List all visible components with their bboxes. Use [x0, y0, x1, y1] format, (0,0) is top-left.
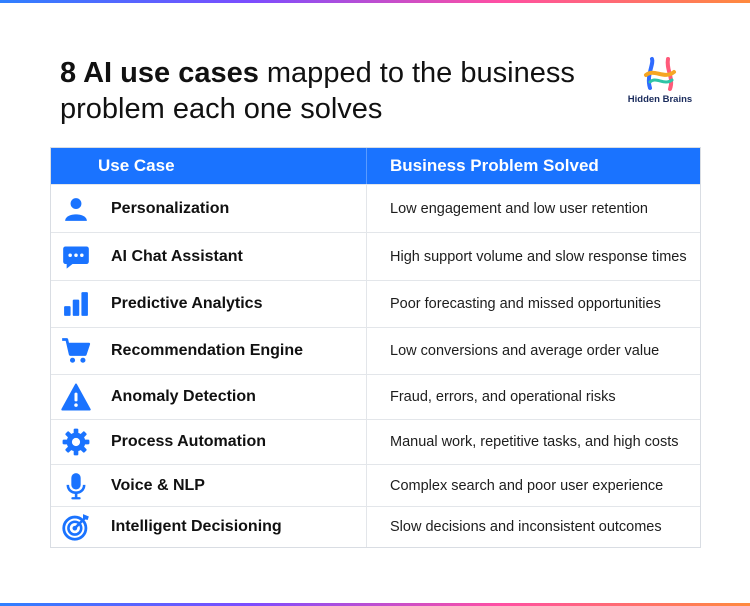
use-case-cell: Intelligent Decisioning — [51, 507, 367, 547]
table-row: Personalization Low engagement and low u… — [51, 184, 700, 232]
target-icon — [51, 513, 101, 541]
use-case-cell: Recommendation Engine — [51, 328, 367, 374]
gear-icon — [51, 428, 101, 456]
warning-icon — [51, 383, 101, 411]
use-case-name: Intelligent Decisioning — [111, 518, 282, 535]
bottom-gradient-bar — [0, 603, 750, 606]
chat-icon — [51, 243, 101, 271]
use-case-name: AI Chat Assistant — [111, 247, 243, 265]
table-row: Anomaly Detection Fraud, errors, and ope… — [51, 374, 700, 419]
title-rest: mapped to the business problem each one … — [60, 57, 575, 125]
title-bold: 8 AI use cases — [60, 57, 259, 89]
use-case-name: Predictive Analytics — [111, 295, 263, 312]
header-business-problem: Business Problem Solved — [390, 156, 599, 175]
use-case-cell: Voice & NLP — [51, 465, 367, 506]
problem-cell: Complex search and poor user experience — [390, 477, 664, 494]
use-case-cell: Anomaly Detection — [51, 375, 367, 419]
use-case-cell: Personalization — [51, 185, 367, 232]
use-case-name: Anomaly Detection — [111, 388, 256, 405]
table-row: AI Chat Assistant High support volume an… — [51, 232, 700, 280]
page-title: 8 AI use cases mapped to the business pr… — [60, 55, 580, 127]
use-case-table: Use Case Business Problem Solved Persona… — [50, 147, 701, 548]
use-case-name: Process Automation — [111, 433, 266, 450]
use-case-name: Personalization — [111, 199, 230, 217]
problem-cell: High support volume and slow response ti… — [390, 248, 687, 265]
table-row: Process Automation Manual work, repetiti… — [51, 419, 700, 464]
logo-text: Hidden Brains — [627, 94, 693, 105]
use-case-cell: Process Automation — [51, 420, 367, 464]
header-use-case: Use Case — [51, 148, 367, 184]
problem-cell: Fraud, errors, and operational risks — [390, 389, 616, 405]
hidden-brains-logo: Hidden Brains — [622, 56, 698, 112]
bar-chart-icon — [51, 291, 101, 317]
problem-cell: Manual work, repetitive tasks, and high … — [390, 434, 679, 450]
microphone-icon — [51, 472, 101, 500]
use-case-cell: Predictive Analytics — [51, 281, 367, 327]
problem-cell: Slow decisions and inconsistent outcomes — [390, 519, 662, 535]
cart-icon — [51, 337, 101, 365]
table-row: Predictive Analytics Poor forecasting an… — [51, 280, 700, 327]
problem-cell: Poor forecasting and missed opportunitie… — [390, 296, 661, 312]
table-row: Voice & NLP Complex search and poor user… — [51, 464, 700, 506]
problem-cell: Low engagement and low user retention — [390, 200, 648, 217]
top-gradient-bar — [0, 0, 750, 3]
logo-mark-icon — [644, 57, 676, 91]
user-icon — [51, 196, 101, 222]
use-case-name: Recommendation Engine — [111, 342, 304, 359]
use-case-name: Voice & NLP — [111, 476, 205, 494]
table-header: Use Case Business Problem Solved — [51, 148, 700, 184]
use-case-cell: AI Chat Assistant — [51, 233, 367, 280]
table-row: Intelligent Decisioning Slow decisions a… — [51, 506, 700, 547]
table-row: Recommendation Engine Low conversions an… — [51, 327, 700, 374]
problem-cell: Low conversions and average order value — [390, 343, 660, 359]
